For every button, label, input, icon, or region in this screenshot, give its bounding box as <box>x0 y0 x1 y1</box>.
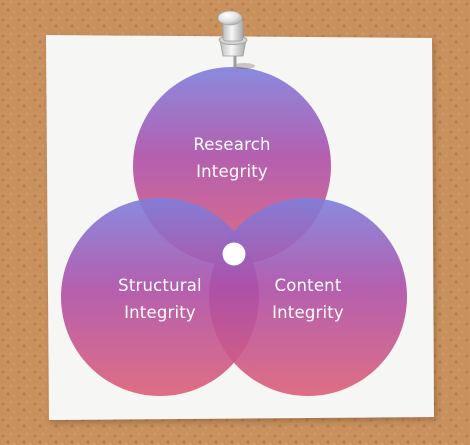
circle-structural-integrity <box>61 198 259 396</box>
center-dot <box>222 242 246 266</box>
venn-diagram: Research Integrity Structural Integrity … <box>61 67 407 396</box>
label-research-line2: Integrity <box>196 162 268 181</box>
label-content-line2: Integrity <box>272 303 344 322</box>
label-research-line1: Research <box>193 135 270 154</box>
label-structural-line2: Integrity <box>124 303 196 322</box>
label-content-line1: Content <box>274 276 341 295</box>
circle-content-integrity <box>209 198 407 396</box>
label-structural-line1: Structural <box>118 276 202 295</box>
push-pin-icon <box>217 10 255 69</box>
